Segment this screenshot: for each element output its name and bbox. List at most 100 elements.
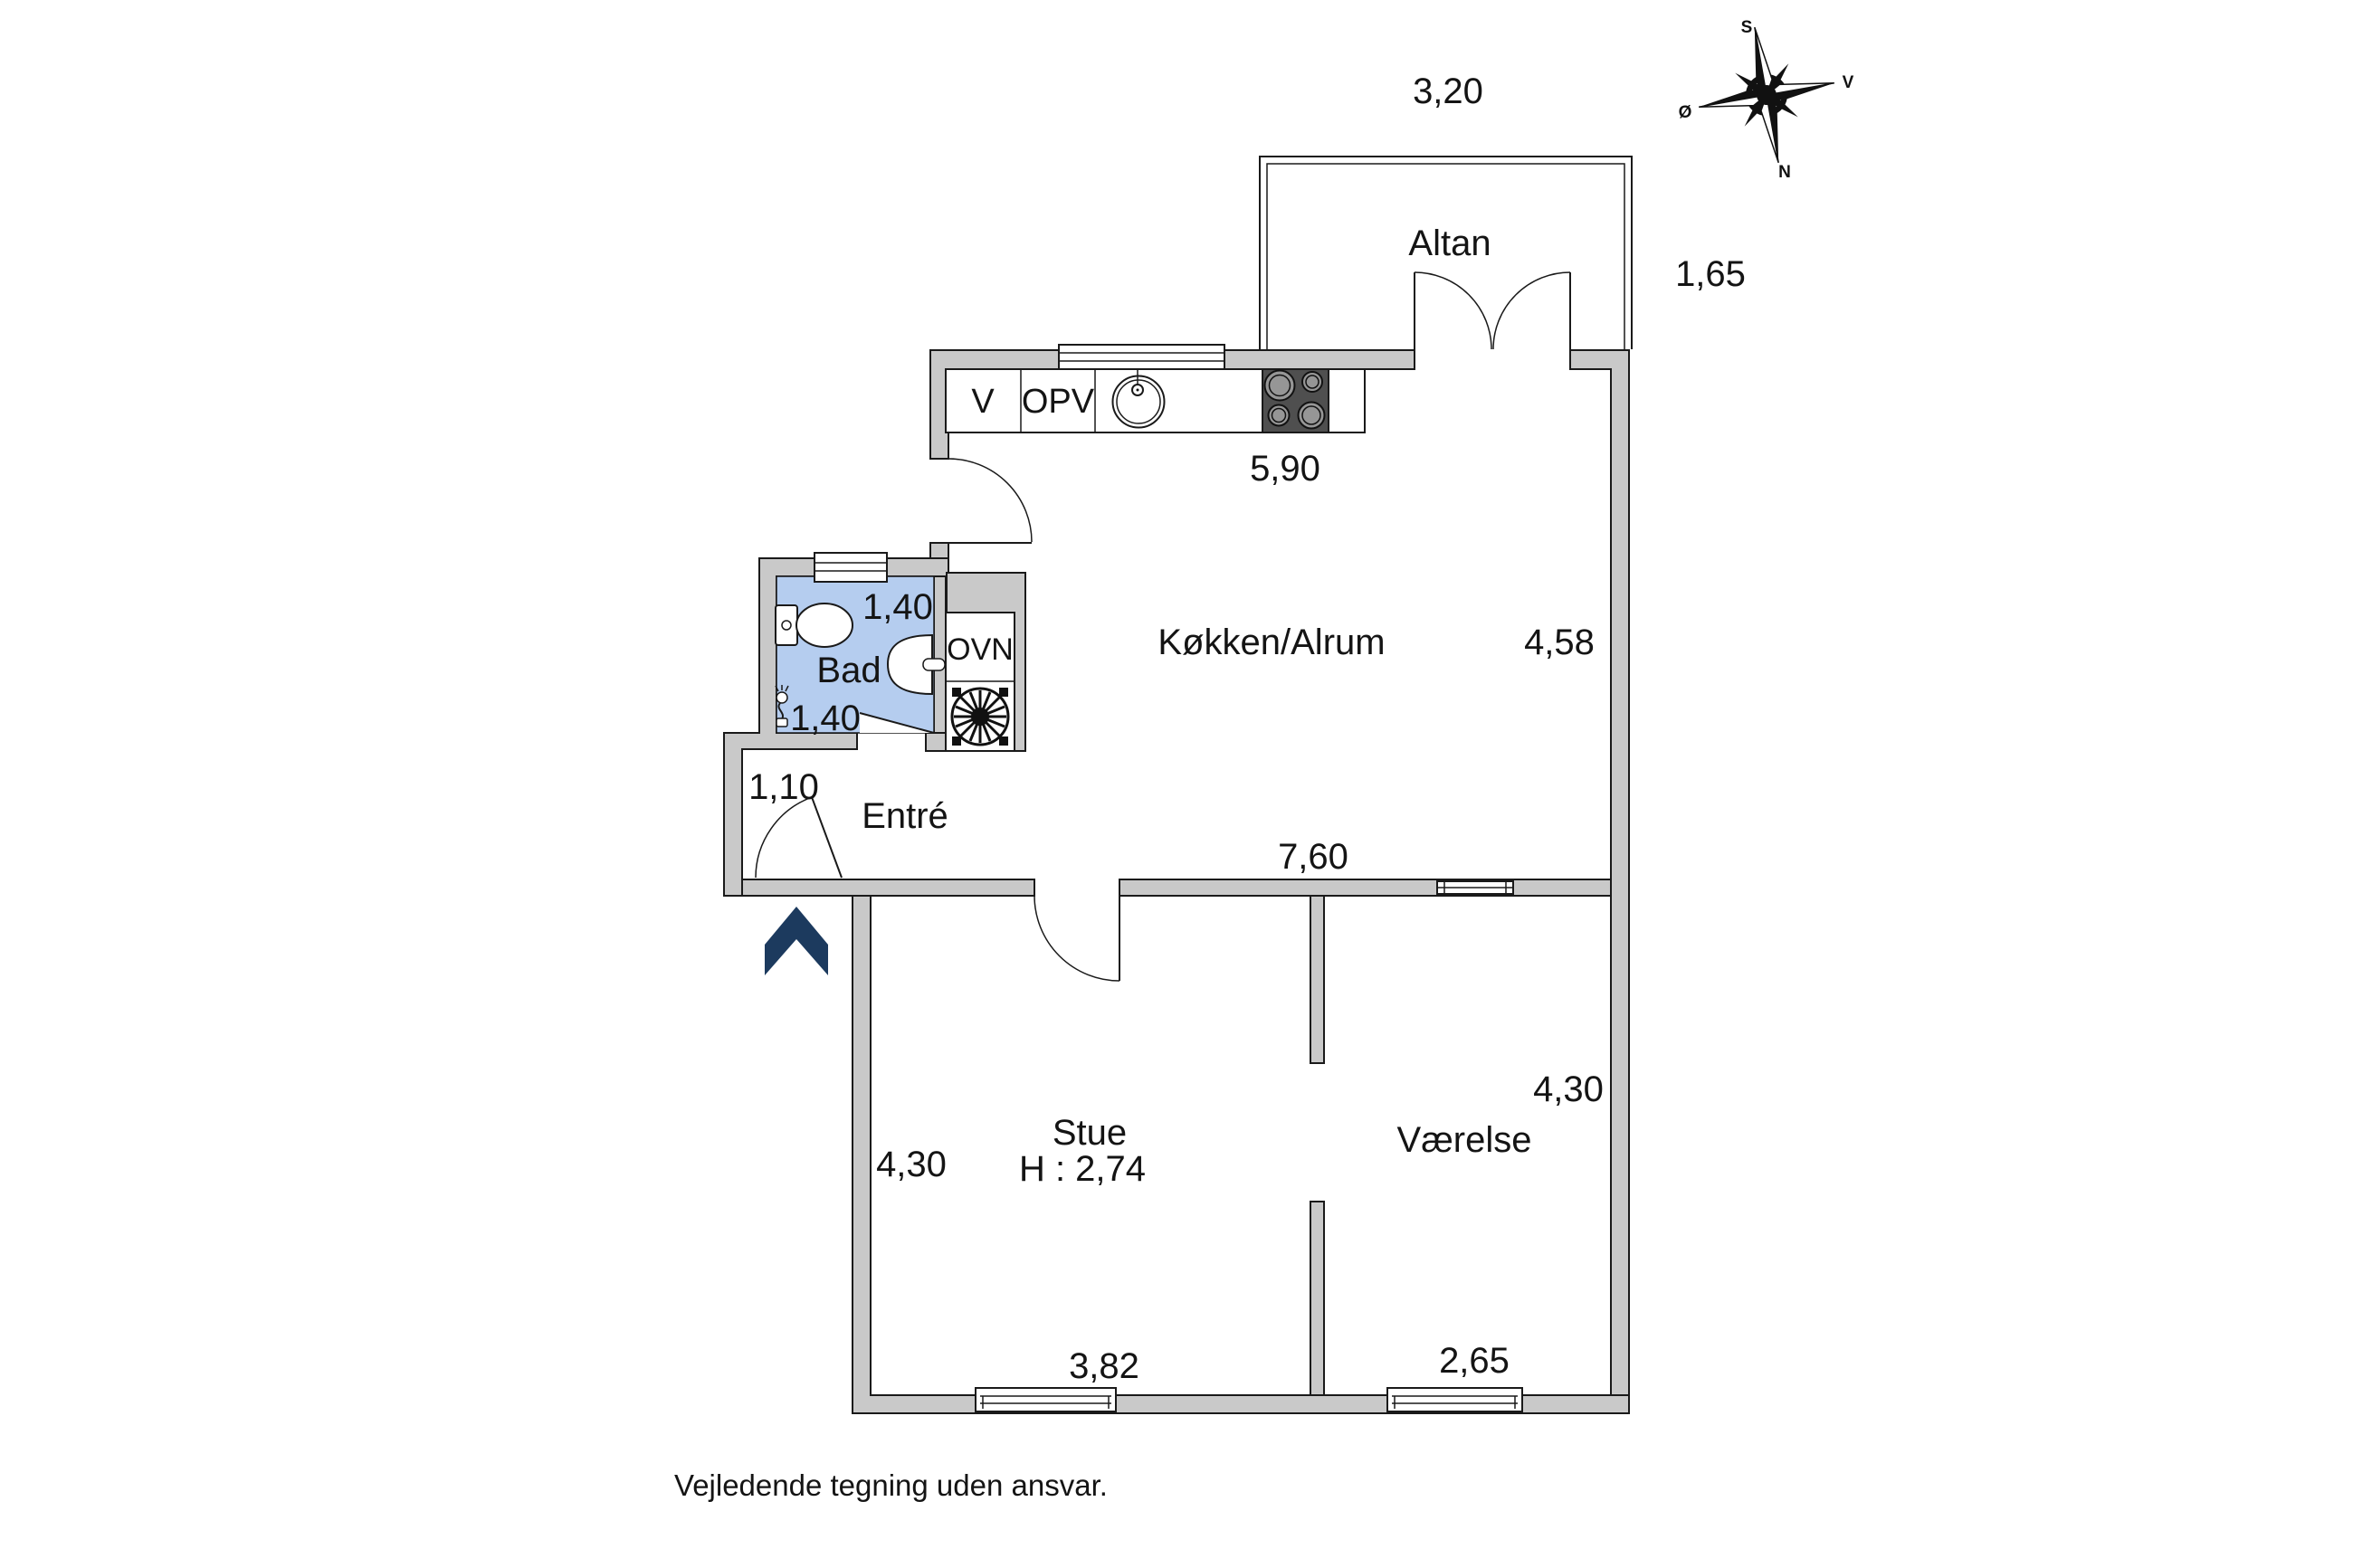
toilet-flush	[781, 620, 792, 631]
fan-pad	[999, 736, 1008, 746]
cabinet-label-v: V	[971, 383, 995, 421]
living-room-window	[975, 1387, 1117, 1412]
door-swing-right	[1492, 271, 1571, 350]
spiral-fan-icon	[950, 687, 1010, 746]
entrance-arrow-icon	[765, 907, 828, 975]
doors	[755, 458, 1120, 982]
dim-balcony-depth: 1,65	[1675, 254, 1746, 294]
dim-bath-depth: 1,40	[790, 698, 861, 738]
faucet-dot	[1136, 388, 1139, 392]
compass-spike-left-dark	[1699, 89, 1767, 108]
dim-kitchen-depth: 4,58	[1524, 622, 1595, 662]
wall-interior-left	[741, 879, 1035, 897]
kitchen-counter	[945, 368, 1366, 433]
dim-bedroom-depth: 4,30	[1533, 1069, 1604, 1109]
window-frame	[1058, 344, 1225, 371]
compass-hub	[1757, 85, 1777, 105]
sink-bowl	[1111, 375, 1166, 429]
balcony-inner-wall	[1266, 163, 1625, 349]
toilet-icon	[775, 603, 853, 648]
compass-label-west: V	[1843, 73, 1854, 92]
bedroom-window	[1386, 1387, 1523, 1412]
window-panes	[1392, 1395, 1518, 1409]
dim-bedroom-width: 2,65	[1439, 1341, 1510, 1381]
windows	[814, 344, 1523, 1412]
balcony-outer-wall	[1259, 156, 1633, 349]
dim-living-depth: 4,30	[876, 1145, 947, 1184]
wall-interior-right	[1119, 879, 1612, 897]
dim-kitchen-counter: 5,90	[1250, 449, 1320, 489]
dim-entrance-door: 1,10	[748, 767, 819, 807]
dim-living-width: 3,82	[1069, 1346, 1139, 1386]
washbasin-icon	[886, 633, 946, 696]
dim-kitchen-length: 7,60	[1278, 837, 1348, 877]
room-label-bedroom: Værelse	[1397, 1120, 1532, 1160]
burner-ring	[1268, 374, 1291, 397]
labels: 3,20 1,65 Altan V OPV 5,90 Køkken/Alrum …	[674, 71, 1746, 1502]
wall-bathroom-right	[933, 575, 947, 738]
entrance-door	[755, 796, 843, 879]
kitchen-sink-icon	[1111, 369, 1166, 429]
window-panes	[814, 562, 887, 572]
wall-living-left-bottom	[852, 895, 1630, 1414]
sink-bowl-inner	[1116, 379, 1161, 424]
window-frame	[975, 1387, 1117, 1412]
compass-star	[1699, 26, 1834, 164]
room-label-bathroom: Bad	[816, 651, 881, 690]
fixture-label-oven: OVN	[947, 632, 1014, 667]
shower-icon	[775, 685, 789, 727]
door-swing	[755, 796, 813, 879]
panel-lines	[1437, 881, 1513, 894]
shower-head	[776, 691, 788, 704]
compass-spike-right-dark	[1767, 82, 1834, 101]
living-room-door	[1034, 895, 1120, 982]
fan-hub	[971, 708, 989, 726]
kitchen-door	[948, 458, 1033, 544]
washbasin-bowl	[886, 633, 933, 696]
wall-bathroom-stub	[925, 732, 947, 752]
living-ceiling-height: H : 2,74	[1019, 1149, 1146, 1189]
wall-partition-upper	[1310, 895, 1325, 1064]
burner	[1301, 371, 1323, 393]
door-swing	[1034, 895, 1120, 982]
dim-balcony-width: 3,20	[1413, 71, 1483, 111]
stove-icon	[1262, 368, 1329, 433]
fan-pad	[952, 736, 961, 746]
room-label-entrance: Entré	[862, 796, 948, 836]
dim-bath-width: 1,40	[862, 587, 933, 627]
interior-glass-panel	[1436, 880, 1514, 895]
window-panes	[980, 1395, 1111, 1409]
window-panes	[1059, 352, 1224, 362]
room-label-living: Stue	[1053, 1113, 1127, 1153]
bathroom-window	[814, 552, 888, 583]
window-frame	[1386, 1387, 1523, 1412]
balcony-french-doors	[1414, 271, 1571, 350]
door-swing	[948, 458, 1033, 543]
kitchen-window	[1058, 344, 1225, 371]
cabinet-label-opv: OPV	[1022, 383, 1095, 421]
compass-label-north: N	[1778, 163, 1791, 182]
toilet-bowl	[795, 603, 853, 648]
oven-column	[945, 612, 1015, 752]
room-label-kitchen: Køkken/Alrum	[1157, 622, 1385, 662]
shower-bracket	[776, 717, 788, 727]
room-label-balcony: Altan	[1408, 223, 1491, 263]
compass-rose-icon: S V Ø N	[1679, 18, 1854, 182]
shower-spray	[775, 685, 789, 692]
burner-ring	[1305, 375, 1319, 389]
compass-label-east: Ø	[1679, 103, 1692, 122]
compass-label-south: S	[1741, 18, 1753, 37]
bathroom	[775, 575, 946, 734]
fan-pad	[952, 688, 961, 697]
window-frame	[814, 552, 888, 583]
wall-partition-lower	[1310, 1201, 1325, 1396]
door-leaf	[811, 796, 843, 879]
balcony-outline	[1259, 156, 1633, 349]
bathroom-door-leaf	[859, 712, 935, 734]
fan-pad	[999, 688, 1008, 697]
burner-ring	[1271, 407, 1287, 423]
washbasin-tap	[922, 658, 946, 671]
door-swing-left	[1414, 271, 1492, 350]
